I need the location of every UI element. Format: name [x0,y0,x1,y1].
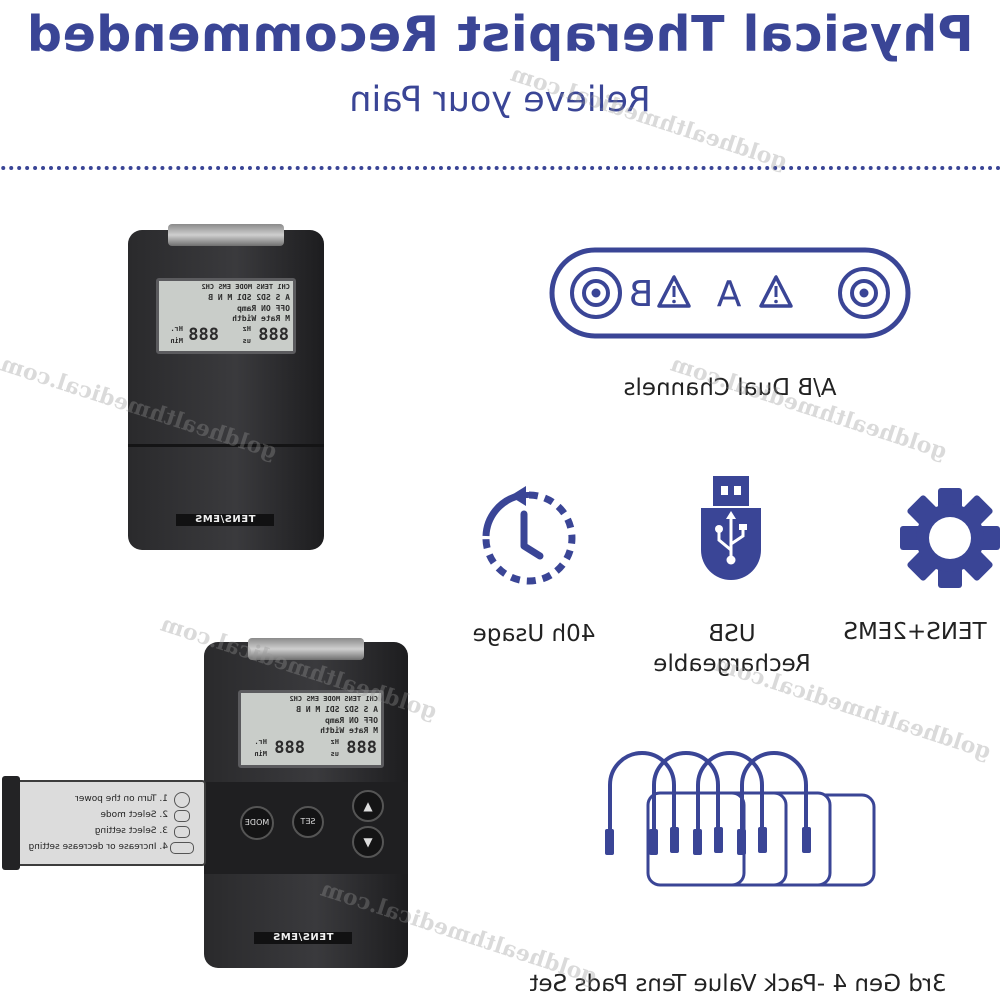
usage-label: 40h Usage [472,621,596,647]
usb-plug-icon [701,476,761,580]
warning-b-icon [657,275,691,308]
channel-a-label: A [716,274,741,315]
up-button[interactable]: ▲ [352,790,384,822]
lcd-row3: M Rate Width [232,314,290,323]
lcd-unit-min: Min [170,337,183,345]
lcd-row1: A S SD2 SD1 M N B [296,705,378,714]
lcd-digits-left: 888 [258,325,289,345]
instruction-flap[interactable]: 1. Turn on the power 2. Select mode 3. S… [2,776,206,870]
device-model-label: TENS/EMS [254,932,352,944]
electrode-pads-icon [605,751,876,887]
page-subtitle: Relieve your Pain [349,80,651,120]
lcd-unit-us: us [242,337,251,345]
lcd-digits-right: 888 [274,738,305,758]
tens-device-front: CH1 TENS MODE EMS CH2 A S SD2 SD1 M N B … [128,224,324,550]
modes-label: TENS+2EMS [843,619,987,645]
lcd-unit-hz: Hz [330,738,339,746]
mode-button[interactable]: MODE [240,806,274,840]
belt-clip [168,224,284,246]
lcd-row2: OFF ON Ramp [325,716,378,725]
dual-channel-connector-icon: B A [549,247,911,339]
instruction-2: 2. Select mode [100,810,168,820]
lcd-screen: CH1 TENS MODE EMS CH2 A S SD2 SD1 M N B … [156,278,296,354]
channel-b-label: B [629,274,654,315]
lcd-row1: A S SD2 SD1 M N B [208,293,290,302]
clock-icon [482,486,576,585]
dotted-divider [0,166,1000,170]
lcd-unit-min: Min [254,750,267,758]
gear-icon [900,488,1000,588]
lcd-digits-right: 888 [188,325,219,345]
control-panel: ▲ ▼ SET MODE [204,782,408,874]
warning-a-icon [759,275,793,308]
down-button[interactable]: ▼ [352,826,384,858]
lcd-row2: OFF ON Ramp [237,304,290,313]
flap-hinge [2,776,20,870]
set-icon [174,826,190,838]
up-down-icon [170,842,194,854]
page-title: Physical Therapist Recommended [26,6,974,63]
lcd-digits-left: 888 [346,738,377,758]
instruction-1: 1. Turn on the power [75,794,168,804]
device-model-label: TENS/EMS [176,514,274,526]
watermark: goldhealthmedical.com [667,350,950,465]
instruction-4: 4. Increase or decrease setting [28,842,168,852]
jack-b-icon [570,267,622,319]
mode-icon [174,810,190,822]
lcd-row3: M Rate Width [320,726,378,735]
set-button[interactable]: SET [292,806,324,838]
lcd-unit-hz: Hz [242,325,251,333]
lcd-top-row: CH1 TENS MODE EMS CH2 [201,283,290,291]
power-icon [174,792,190,808]
usb-label-line1: USB [708,621,756,647]
jack-a-icon [838,267,890,319]
lcd-unit-hr: Hr. [254,738,267,746]
lcd-unit-us: us [330,750,339,758]
instruction-3: 3. Select setting [94,826,168,836]
lcd-unit-hr: Hr. [170,325,183,333]
